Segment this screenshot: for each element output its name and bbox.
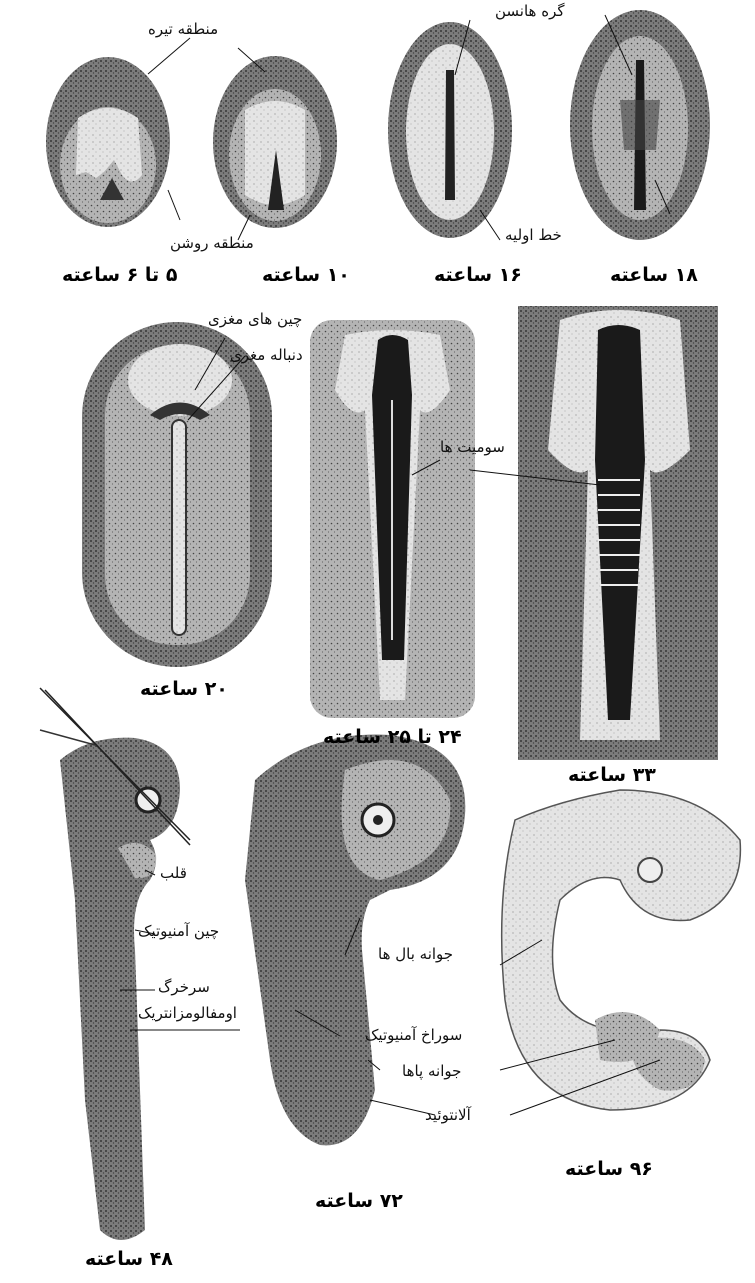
embryo-96h — [502, 790, 741, 1110]
label-allantois: آلانتوئید — [425, 1108, 471, 1123]
caption-16h: ۱۶ ساعته — [434, 266, 522, 285]
label-area-pellucida: منطقه روشن — [170, 236, 254, 251]
label-artery: سرخرگ — [158, 980, 210, 995]
label-somites: سومیت ها — [440, 440, 505, 455]
embryo-5-6h — [46, 57, 170, 227]
caption-20h: ۲۰ ساعته — [140, 680, 228, 699]
label-head-process: دنباله مغزی — [230, 348, 303, 363]
caption-24-25h: ۲۴ تا ۲۵ ساعته — [323, 728, 462, 747]
label-amniotic-opening: سوراخ آمنیوتیک — [365, 1028, 462, 1043]
embryo-72h — [245, 735, 465, 1146]
label-leg-buds: جوانه پاها — [402, 1064, 461, 1079]
embryo-20h — [82, 322, 272, 667]
label-amniotic-fold: چین آمنیوتیک — [138, 924, 219, 939]
label-neural-folds: چین های مغزی — [208, 312, 302, 327]
label-omphalomesenteric: اومفالومزانتریک — [138, 1006, 237, 1021]
caption-96h: ۹۶ ساعته — [565, 1160, 653, 1179]
label-hensen-node: گره هانسن — [495, 4, 565, 19]
embryo-16h — [388, 22, 512, 238]
caption-33h: ۳۳ ساعته — [568, 766, 656, 785]
embryo-48h — [40, 688, 190, 1240]
caption-72h: ۷۲ ساعته — [315, 1192, 403, 1211]
embryo-10h — [213, 56, 337, 228]
embryo-18h — [570, 10, 710, 240]
label-heart: قلب — [160, 866, 187, 881]
label-wing-buds: جوانه بال ها — [378, 947, 453, 962]
label-area-opaca: منطقه تیره — [148, 22, 218, 37]
caption-5-6h: ۵ تا ۶ ساعته — [62, 266, 177, 285]
caption-48h: ۴۸ ساعته — [85, 1250, 173, 1269]
caption-10h: ۱۰ ساعته — [262, 266, 350, 285]
label-primitive-streak: خط اولیه — [505, 228, 562, 243]
caption-18h: ۱۸ ساعته — [610, 266, 698, 285]
embryo-33h — [518, 306, 718, 760]
embryo-24-25h — [310, 320, 475, 718]
